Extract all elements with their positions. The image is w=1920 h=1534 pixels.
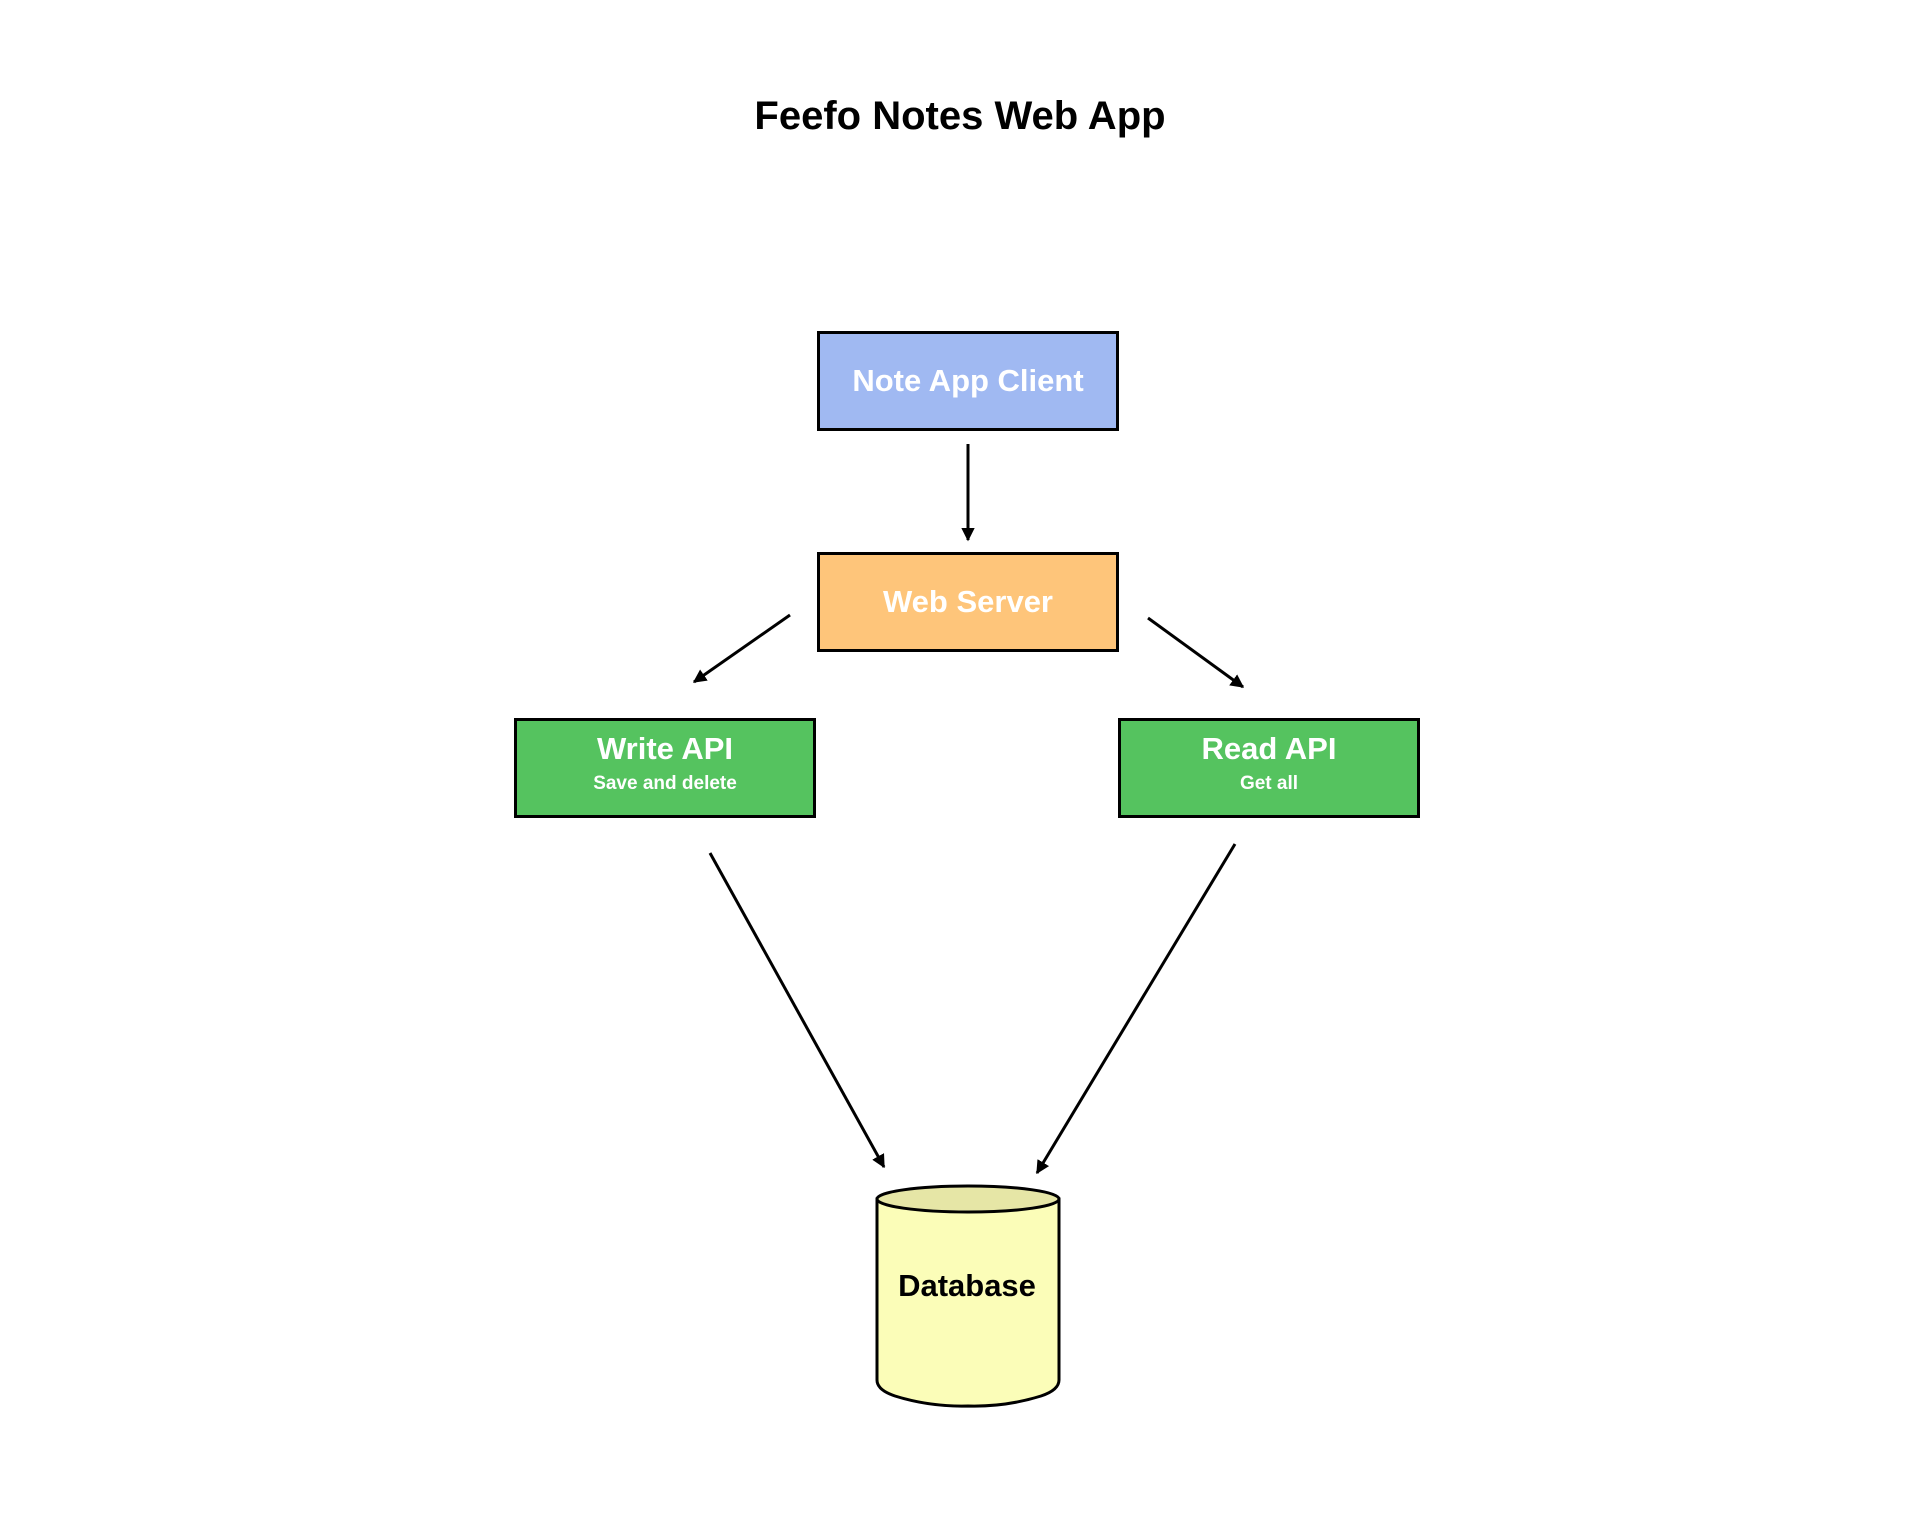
node-sublabel: Save and delete: [593, 772, 737, 794]
node-write-api: Write API Save and delete: [514, 718, 816, 818]
node-label: Web Server: [882, 583, 1053, 619]
node-label: Read API: [1201, 730, 1337, 766]
edge-server-to-write: [692, 613, 791, 684]
node-database-label: Database: [898, 1268, 1036, 1303]
edge-read-to-database: [1035, 843, 1237, 1175]
database-top: [875, 1184, 1061, 1214]
diagram-title: Feefo Notes Web App: [754, 94, 1166, 138]
node-label: Note App Client: [852, 362, 1084, 398]
edge-server-to-read: [1147, 616, 1245, 689]
node-label: Write API: [596, 730, 734, 766]
node-web-server: Web Server: [817, 552, 1119, 652]
database-cylinder-icon: [875, 1184, 1061, 1408]
database-body: [875, 1197, 1061, 1408]
node-sublabel: Get all: [1239, 772, 1299, 794]
node-read-api: Read API Get all: [1118, 718, 1420, 818]
node-note-app-client: Note App Client: [817, 331, 1119, 431]
edge-write-to-database: [708, 852, 886, 1169]
